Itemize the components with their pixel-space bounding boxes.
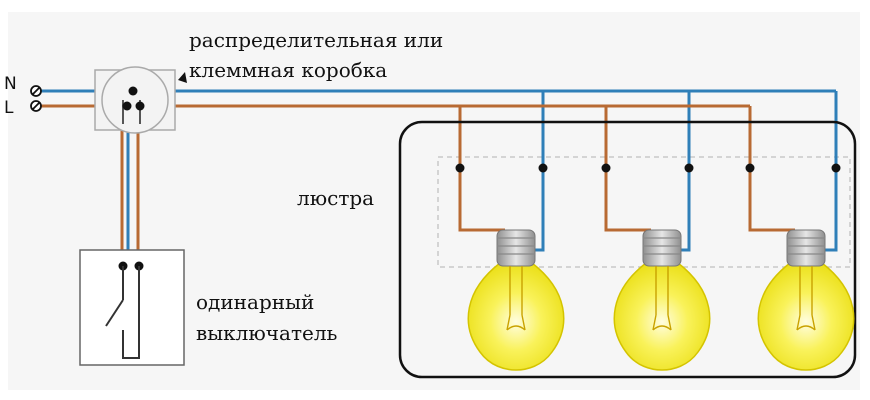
junction-box-label-line2: клеммная коробка — [189, 58, 388, 82]
bulb-2 — [613, 229, 711, 371]
chandelier-frame — [398, 120, 857, 379]
switch-label-line1: одинарный — [196, 290, 315, 314]
chandelier-terminals — [455, 163, 841, 173]
junction-box — [94, 66, 187, 134]
neutral-label: N — [4, 74, 17, 94]
supply-terminals — [30, 85, 42, 112]
single-switch — [79, 249, 185, 366]
junction-box-label-line1: распределительная или — [189, 28, 444, 52]
switch-label-line2: выключатель — [196, 321, 338, 345]
bulb-1 — [467, 229, 565, 371]
bulb-3 — [757, 229, 855, 371]
chandelier-label: люстра — [297, 186, 375, 210]
phase-label: L — [4, 98, 14, 118]
